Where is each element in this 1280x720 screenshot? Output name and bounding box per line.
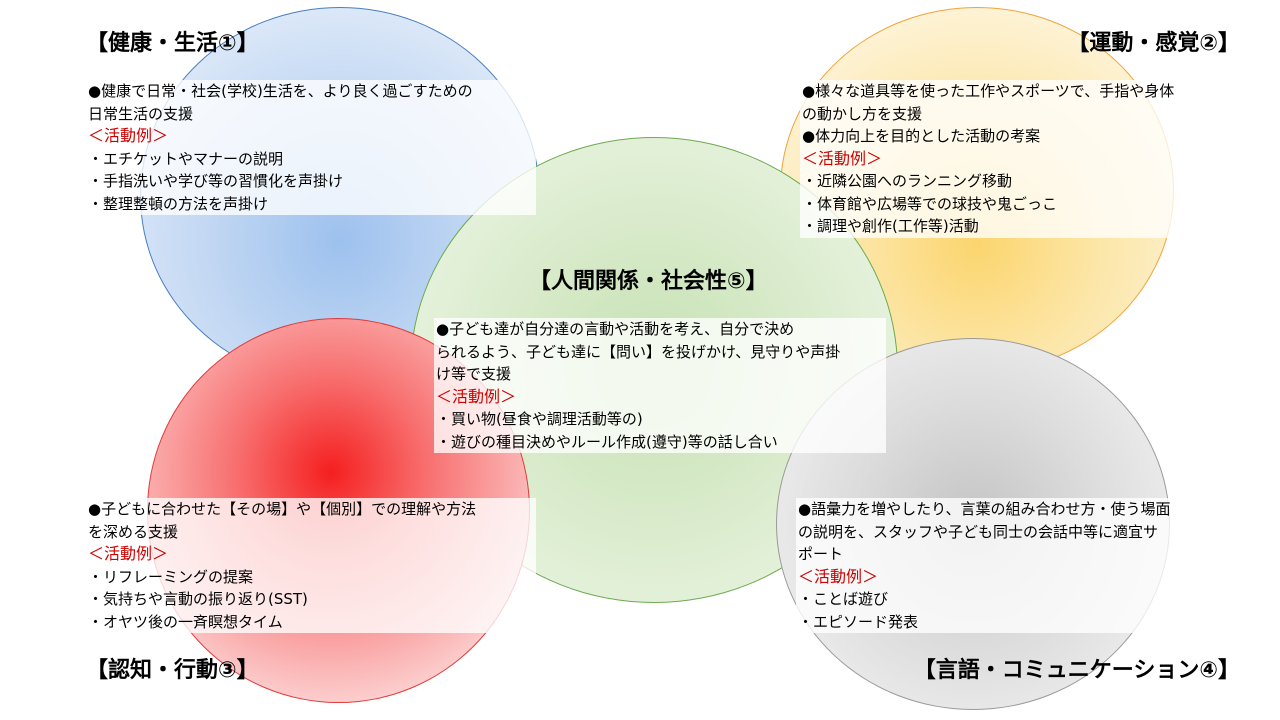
language-example-item: ・ことば遊び bbox=[798, 590, 889, 608]
health-example-item: ・エチケットやマナーの説明 bbox=[88, 149, 284, 168]
cognition-desc-line: を深める支援 bbox=[88, 522, 179, 541]
cognition-panel: ●子どもに合わせた【その場】や【個別】での理解や方法 を深める支援 ＜活動例＞ … bbox=[86, 498, 536, 633]
health-title: 【健康・生活①】 bbox=[86, 31, 259, 56]
health-example-item: ・手指洗いや学び等の習慣化を声掛け bbox=[88, 172, 344, 190]
cognition-example-item: ・気持ちや言動の振り返り(SST) bbox=[88, 590, 308, 608]
cognition-example-item: ・リフレーミングの提案 bbox=[88, 567, 254, 586]
language-panel: ●語彙力を増やしたり、言葉の組み合わせ方・使う場面 の説明を、スタッフや子ども同… bbox=[796, 498, 1252, 633]
social-example-label: ＜活動例＞ bbox=[436, 386, 517, 406]
language-desc-line: の説明を、スタッフや子ども同士の会話中等に適宜サ bbox=[798, 522, 1159, 541]
language-desc-line: ●語彙力を増やしたり、言葉の組み合わせ方・使う場面 bbox=[798, 500, 1171, 518]
social-example-item: ・遊びの種目決めやルール作成(遵守)等の話し合い bbox=[436, 432, 778, 451]
cognition-desc-line: ●子どもに合わせた【その場】や【個別】での理解や方法 bbox=[88, 500, 477, 518]
motor-example-item: ・体育館や広場等での球技や鬼ごっこ bbox=[802, 194, 1058, 213]
language-example-label: ＜活動例＞ bbox=[798, 566, 879, 586]
cognition-example-item: ・オヤツ後の一斉瞑想タイム bbox=[88, 612, 283, 631]
language-desc-line: ポート bbox=[798, 545, 844, 563]
social-title: 【人間関係・社会性⑤】 bbox=[529, 269, 768, 294]
health-example-label: ＜活動例＞ bbox=[88, 126, 169, 145]
health-desc-line: 日常生活の支援 bbox=[88, 104, 194, 123]
motor-example-item: ・調理や創作(工作等)活動 bbox=[802, 217, 979, 235]
language-example-item: ・エピソード発表 bbox=[798, 612, 919, 631]
cognition-example-label: ＜活動例＞ bbox=[88, 544, 169, 563]
motor-panel: ●様々な道具等を使った工作やスポーツで、手指や身体 の動かし方を支援 ●体力向上… bbox=[800, 80, 1250, 238]
social-example-item: ・買い物(昼食や調理活動等の) bbox=[436, 410, 643, 428]
motor-example-item: ・近隣公園へのランニング移動 bbox=[802, 172, 1013, 190]
motor-desc-line: の動かし方を支援 bbox=[802, 104, 923, 123]
social-desc-line: られるよう、子ども達に【問い】を投げかけ、見守りや声掛 bbox=[436, 342, 841, 361]
health-example-item: ・整理整頓の方法を声掛け bbox=[88, 194, 269, 213]
social-desc-line: ●子ども達が自分達の言動や活動を考え、自分で決め bbox=[436, 320, 795, 338]
health-desc-line: ●健康で日常・社会(学校)生活を、より良く過ごすための bbox=[88, 82, 473, 100]
motor-example-label: ＜活動例＞ bbox=[802, 148, 883, 168]
cognition-title: 【認知・行動③】 bbox=[86, 658, 259, 683]
social-panel: ●子ども達が自分達の言動や活動を考え、自分で決め られるよう、子ども達に【問い】… bbox=[434, 318, 886, 453]
motor-desc-line: ●体力向上を目的とした活動の考案 bbox=[802, 127, 1041, 145]
motor-desc-line: ●様々な道具等を使った工作やスポーツで、手指や身体 bbox=[802, 82, 1175, 100]
language-title: 【言語・コミュニケーション④】 bbox=[913, 658, 1240, 683]
health-panel: ●健康で日常・社会(学校)生活を、より良く過ごすための 日常生活の支援 ＜活動例… bbox=[86, 80, 536, 215]
motor-title: 【運動・感覚②】 bbox=[1067, 31, 1240, 56]
social-desc-line: け等で支援 bbox=[436, 365, 512, 383]
